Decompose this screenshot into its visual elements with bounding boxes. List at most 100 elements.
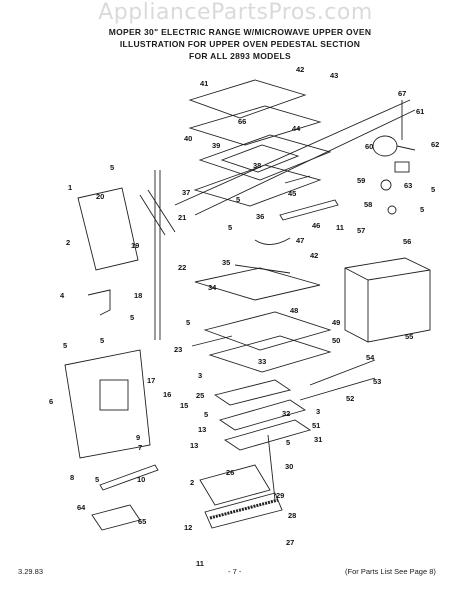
- callout-5e: 5: [95, 475, 99, 484]
- callout-5a: 5: [110, 163, 114, 172]
- callout-62: 62: [431, 140, 439, 149]
- callout-5l: 5: [420, 205, 424, 214]
- callout-49: 49: [332, 318, 340, 327]
- callout-34: 34: [208, 283, 217, 292]
- callout-47: 47: [296, 236, 304, 245]
- part-1-side-panel: [77, 187, 139, 271]
- callout-2b: 2: [190, 478, 194, 487]
- callout-10: 10: [137, 475, 145, 484]
- callout-52: 52: [346, 394, 354, 403]
- callout-5k: 5: [431, 185, 435, 194]
- part-49-frame: [203, 311, 332, 351]
- callout-60: 60: [365, 142, 373, 151]
- callout-64: 64: [77, 503, 86, 512]
- callout-5d: 5: [63, 341, 67, 350]
- callout-54: 54: [366, 353, 375, 362]
- callout-2: 2: [66, 238, 70, 247]
- callout-31: 31: [314, 435, 322, 444]
- callout-58: 58: [364, 200, 372, 209]
- part-55-box: [344, 257, 431, 343]
- callout-5j: 5: [286, 438, 290, 447]
- part-37-base: [193, 164, 322, 207]
- callout-28: 28: [288, 511, 296, 520]
- callout-48: 48: [290, 306, 298, 315]
- callout-61: 61: [416, 107, 424, 116]
- callout-51: 51: [312, 421, 320, 430]
- footer-page: - 7 -: [228, 567, 242, 576]
- callout-43: 43: [330, 71, 338, 80]
- callout-1: 1: [68, 183, 72, 192]
- callout-11a: 11: [336, 223, 344, 232]
- callout-37: 37: [182, 188, 190, 197]
- callout-5c: 5: [100, 336, 104, 345]
- callout-17: 17: [147, 376, 155, 385]
- callout-45: 45: [288, 189, 296, 198]
- callout-53: 53: [373, 377, 381, 386]
- callout-16: 16: [163, 390, 171, 399]
- callout-26: 26: [226, 468, 234, 477]
- callout-3a: 3: [198, 371, 202, 380]
- callout-67: 67: [398, 89, 406, 98]
- callout-42b: 42: [310, 251, 318, 260]
- callout-27: 27: [286, 538, 294, 547]
- callout-9: 9: [136, 433, 140, 442]
- callout-66: 66: [238, 117, 246, 126]
- footer-date: 3.29.83: [18, 567, 44, 576]
- callout-23: 23: [174, 345, 182, 354]
- callout-5h: 5: [186, 318, 190, 327]
- callout-32: 32: [282, 409, 290, 418]
- callout-63: 63: [404, 181, 412, 190]
- callout-4: 4: [60, 291, 65, 300]
- callout-59: 59: [357, 176, 365, 185]
- callout-5i: 5: [204, 410, 208, 419]
- part-4-bracket: [87, 289, 111, 316]
- callout-46: 46: [312, 221, 320, 230]
- part-46-bracket: [279, 199, 339, 221]
- part-34-tray: [194, 267, 321, 301]
- callout-65: 65: [138, 517, 146, 526]
- part-17-front-panel: [64, 349, 151, 459]
- callout-8: 8: [70, 473, 74, 482]
- callout-21: 21: [178, 213, 186, 222]
- callout-44: 44: [292, 124, 301, 133]
- callout-3b: 3: [316, 407, 320, 416]
- part-41-top-panel: [188, 79, 307, 119]
- callout-50: 50: [332, 336, 340, 345]
- callout-12: 12: [184, 523, 192, 532]
- part-27-grille: [204, 492, 283, 529]
- callout-25: 25: [196, 391, 204, 400]
- callout-19: 19: [131, 241, 139, 250]
- callout-33: 33: [258, 357, 266, 366]
- callout-15: 15: [180, 401, 188, 410]
- callout-5f: 5: [236, 195, 240, 204]
- callout-20: 20: [96, 192, 104, 201]
- diagram-subtitle: ILLUSTRATION FOR UPPER OVEN PEDESTAL SEC…: [119, 39, 361, 49]
- part-10-bar: [99, 464, 159, 491]
- callout-13b: 13: [190, 441, 198, 450]
- callout-36: 36: [256, 212, 264, 221]
- callout-57: 57: [357, 226, 365, 235]
- diagram-models: FOR ALL 2893 MODELS: [188, 51, 292, 61]
- callout-55: 55: [405, 332, 413, 341]
- callout-5g: 5: [228, 223, 232, 232]
- callout-13a: 13: [198, 425, 206, 434]
- part-40-panel: [188, 105, 322, 146]
- callout-41: 41: [200, 79, 208, 88]
- watermark: AppliancePartsPros.com: [98, 0, 373, 25]
- part-28-panel: [199, 464, 271, 506]
- callout-5b: 5: [130, 313, 134, 322]
- callout-40: 40: [184, 134, 192, 143]
- callout-42: 42: [296, 65, 304, 74]
- part-44-frame: [198, 134, 332, 181]
- callout-56: 56: [403, 237, 411, 246]
- callout-29: 29: [276, 491, 284, 500]
- callout-35: 35: [222, 258, 230, 267]
- part-65-block: [91, 504, 141, 531]
- callout-6: 6: [49, 397, 53, 406]
- callout-39: 39: [212, 141, 220, 150]
- diagram-title: MOPER 30" ELECTRIC RANGE W/MICROWAVE UPP…: [108, 27, 372, 37]
- part-60-motor: [372, 135, 398, 157]
- callout-30: 30: [285, 462, 293, 471]
- callout-18: 18: [134, 291, 142, 300]
